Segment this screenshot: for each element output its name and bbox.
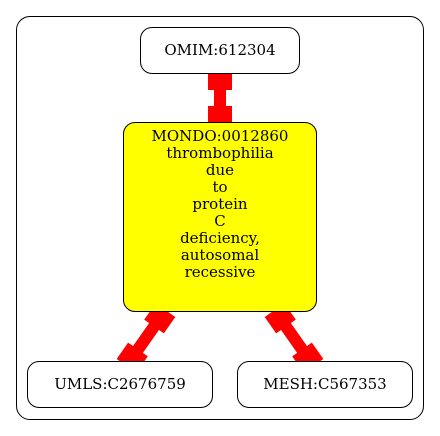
mondo-line-7: deficiency, — [180, 229, 260, 247]
node-mesh[interactable]: MESH:C567353 — [237, 361, 413, 408]
mondo-line-8: autosomal — [180, 246, 260, 264]
edge-omim-mondo — [208, 70, 232, 126]
mondo-line-4: to — [212, 178, 228, 196]
node-mondo-label: MONDO:0012860 thrombophilia due to prote… — [152, 128, 289, 281]
mondo-line-3: due — [205, 161, 235, 179]
node-mesh-label: MESH:C567353 — [263, 375, 387, 393]
mondo-line-6: C — [214, 212, 226, 230]
node-mondo[interactable]: MONDO:0012860 thrombophilia due to prote… — [123, 122, 317, 312]
mondo-line-2: thrombophilia — [166, 144, 274, 162]
mondo-line-1: MONDO:0012860 — [151, 127, 289, 145]
node-umls-label: UMLS:C2676759 — [54, 375, 186, 393]
mondo-line-5: protein — [192, 195, 248, 213]
node-omim[interactable]: OMIM:612304 — [140, 27, 300, 74]
node-omim-label: OMIM:612304 — [164, 41, 276, 59]
cluster-frame — [16, 16, 424, 420]
node-umls[interactable]: UMLS:C2676759 — [27, 361, 213, 408]
mondo-line-9: recessive — [184, 263, 256, 281]
